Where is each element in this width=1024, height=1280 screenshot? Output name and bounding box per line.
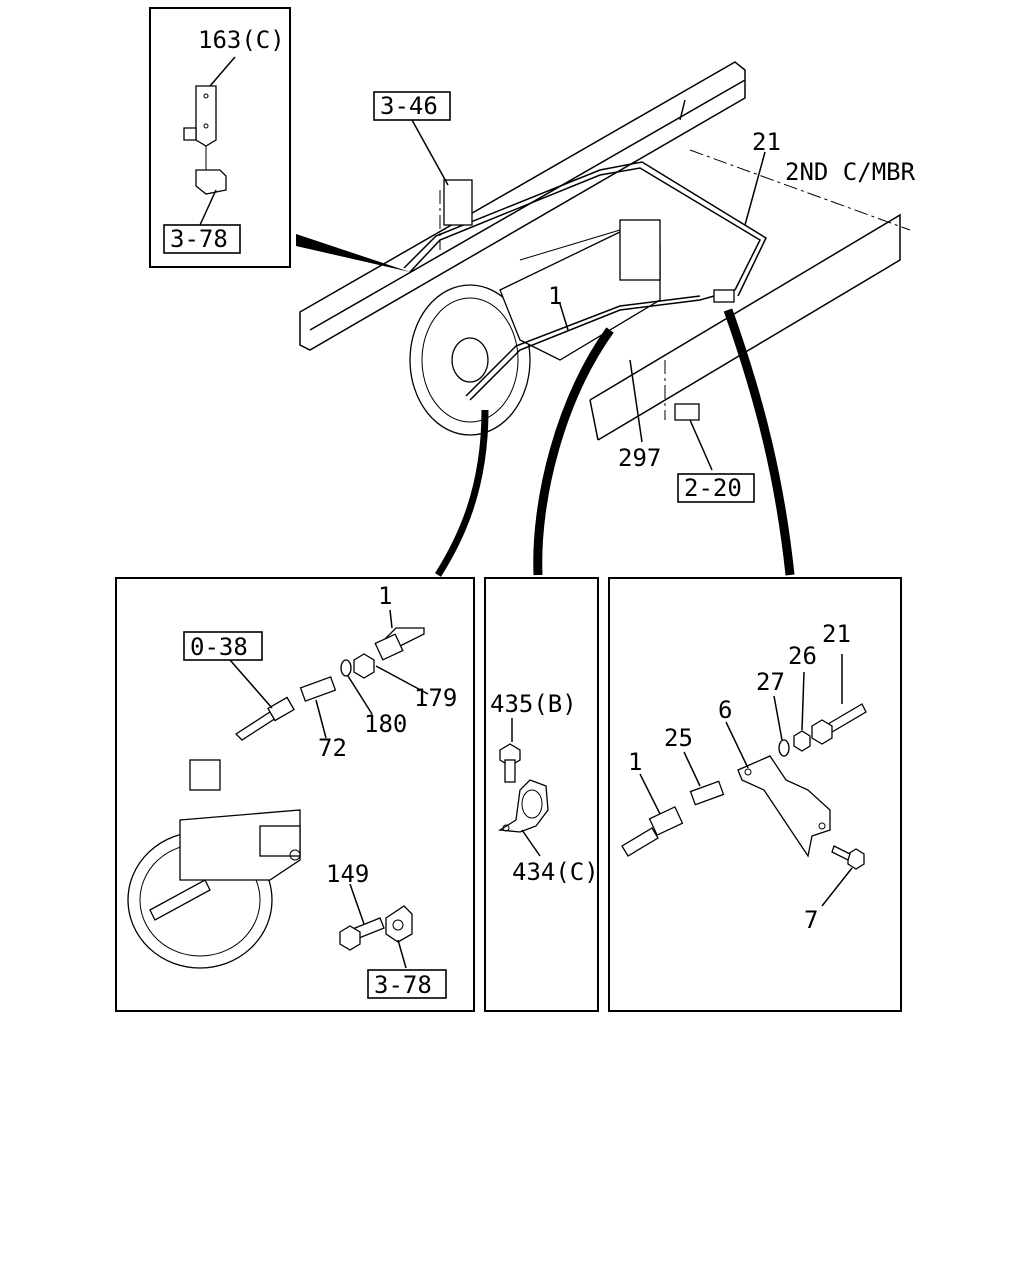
label-163c: 163(C) <box>198 26 285 54</box>
label-21-right: 21 <box>822 620 851 648</box>
label-180: 180 <box>364 710 407 738</box>
label-1-right: 1 <box>628 748 642 776</box>
label-297: 297 <box>618 444 661 472</box>
ref-2-20: 2-20 <box>684 474 742 502</box>
pointer-left <box>435 409 489 577</box>
panel-right: 1 25 6 27 26 21 7 <box>608 577 902 1012</box>
pointer-right <box>723 308 795 576</box>
frame-label: 2ND C/MBR <box>785 158 916 186</box>
label-21-overview: 21 <box>752 128 781 156</box>
label-149: 149 <box>326 860 369 888</box>
ref-3-78-left: 3-78 <box>374 971 432 999</box>
label-435b: 435(B) <box>490 690 577 718</box>
overview-assembly: 3-46 21 2ND C/MBR 1 297 2-20 <box>299 61 916 503</box>
label-7: 7 <box>804 906 818 934</box>
label-179: 179 <box>414 684 457 712</box>
panel-middle: 435(B) 434(C) <box>484 577 599 1012</box>
label-27: 27 <box>756 668 785 696</box>
label-1-overview: 1 <box>548 282 562 310</box>
label-434c: 434(C) <box>512 858 599 886</box>
label-25: 25 <box>664 724 693 752</box>
label-1-left: 1 <box>378 582 392 610</box>
label-6: 6 <box>718 696 732 724</box>
ref-3-78-inset: 3-78 <box>170 225 228 253</box>
pointer-middle <box>533 327 614 576</box>
label-26: 26 <box>788 642 817 670</box>
label-72: 72 <box>318 734 347 762</box>
ref-3-46: 3-46 <box>380 92 438 120</box>
inset-pointer <box>296 234 410 272</box>
inset-top-left: 163(C) 3-78 <box>149 7 291 268</box>
ref-0-38: 0-38 <box>190 633 248 661</box>
panel-left: 0-38 1 179 180 72 149 3-78 <box>115 577 475 1012</box>
